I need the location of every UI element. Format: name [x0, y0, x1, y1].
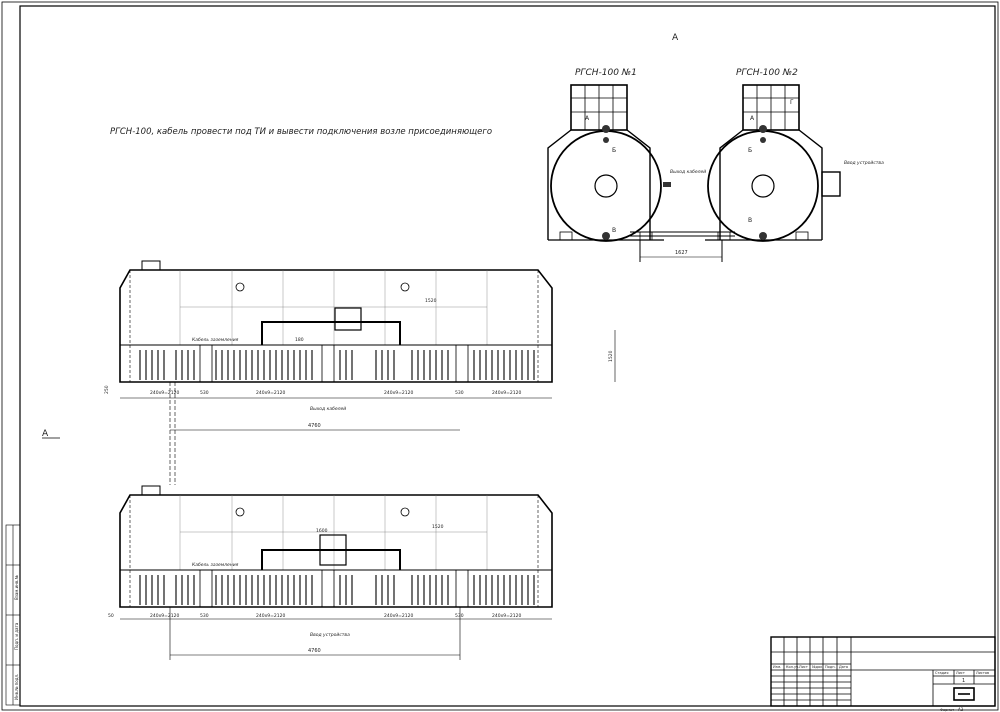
plan-top-dim-side: 250 [104, 385, 110, 394]
drawing-note: РГСН-100, кабель провести под ТИ и вывес… [110, 127, 492, 137]
plan-top-dim-height: 1520 [608, 350, 614, 362]
tb-sheet-num: 1 [962, 678, 965, 684]
tb-col-kol: Кол.уч. [786, 665, 799, 669]
device-label: Ввод устройства [844, 160, 884, 166]
plan-bottom-segment-3: 240х9=2120 [384, 613, 413, 619]
tb-col-doc: №док. [812, 665, 823, 669]
plan-bottom-dim-width: 1520 [432, 524, 444, 530]
tb-format-label: Формат [940, 708, 954, 712]
title-block [770, 636, 996, 707]
plan-top-exit-note: Выход кабелей [310, 406, 346, 412]
plan-bottom-segment-1: 240х9=2120 [150, 613, 179, 619]
callout-a-1: А [585, 115, 590, 122]
callout-v-1: В [612, 227, 616, 234]
side-stamp-label-2: Подп. и дата [14, 622, 19, 650]
spacing-dim: 1627 [675, 250, 688, 256]
plan-bottom-dim-side: 50 [108, 613, 114, 619]
plan-bottom-dim-small-1: 530 [200, 613, 209, 619]
tb-col-podp: Подп. [825, 665, 836, 669]
port-b-1 [603, 137, 609, 143]
side-stamp [5, 524, 21, 706]
plan-top-radiator-fins [139, 350, 535, 380]
plan-bottom-dim-overall: 4760 [308, 648, 321, 654]
callout-g-2: Г [790, 99, 794, 106]
plan-bottom-radiator-fins [139, 575, 535, 605]
tb-hdr-sheets: Листов [976, 671, 989, 675]
tank-2-title: РГСН-100 №2 [736, 68, 798, 78]
tb-col-data: Дата [839, 665, 848, 669]
port-a-2 [759, 125, 767, 133]
plan-top [119, 260, 616, 485]
connecting-pipe [630, 231, 735, 262]
plan-top-dim-180: 180 [295, 337, 304, 343]
tb-hdr-sheet: Лист [956, 671, 965, 675]
port-b-2 [760, 137, 766, 143]
callout-b-1: Б [612, 147, 616, 154]
plan-top-tag: Кабель заземления [192, 337, 239, 343]
tb-col-list: Лист [799, 665, 808, 669]
plan-top-segment-3: 240х9=2120 [384, 390, 413, 396]
plan-top-dim-overall: 4760 [308, 423, 321, 429]
callout-b-2: Б [748, 147, 752, 154]
port-a-1 [602, 125, 610, 133]
plan-bottom-dim-small-2: 530 [455, 613, 464, 619]
plan-top-dim-small-2: 530 [455, 390, 464, 396]
plan-top-segment-2: 240х9=2120 [256, 390, 285, 396]
inner-frame [19, 5, 996, 707]
port-v-2 [759, 232, 767, 240]
plan-top-segment-1: 240х9=2120 [150, 390, 179, 396]
tank-1-end-view [547, 84, 664, 242]
tb-hdr-stage: Стадия [935, 671, 948, 675]
cable-exit-label: Выход кабелей [670, 169, 706, 175]
plan-top-dim-small-1: 530 [200, 390, 209, 396]
tank-1-title: РГСН-100 №1 [575, 68, 637, 78]
plan-bottom-segment-2: 240х9=2120 [256, 613, 285, 619]
callout-v-2: В [748, 217, 752, 224]
view-label-left: A [42, 429, 49, 439]
side-stamp-label-3: Инв.№ подл. [14, 674, 19, 700]
plan-bottom-segment-4: 240х9=2120 [492, 613, 521, 619]
port-v-1 [602, 232, 610, 240]
plan-bottom-tag: Кабель заземления [192, 562, 239, 568]
tb-format: А3 [958, 707, 964, 712]
cable-exit-gland [663, 182, 671, 187]
side-stamp-label-1: Взам.инв.№ [14, 575, 19, 600]
view-label-top: A [672, 33, 679, 43]
plan-bottom [119, 485, 553, 660]
callout-a-2: А [750, 115, 755, 122]
tank-2-end-view [705, 84, 841, 242]
plan-bottom-exit-note: Ввод устройства [310, 632, 350, 638]
tb-col-izm: Изм. [773, 665, 781, 669]
plan-bottom-dim-top: 1600 [316, 528, 328, 534]
plan-top-segment-4: 240х9=2120 [492, 390, 521, 396]
plan-top-dim-width: 1520 [425, 298, 437, 304]
